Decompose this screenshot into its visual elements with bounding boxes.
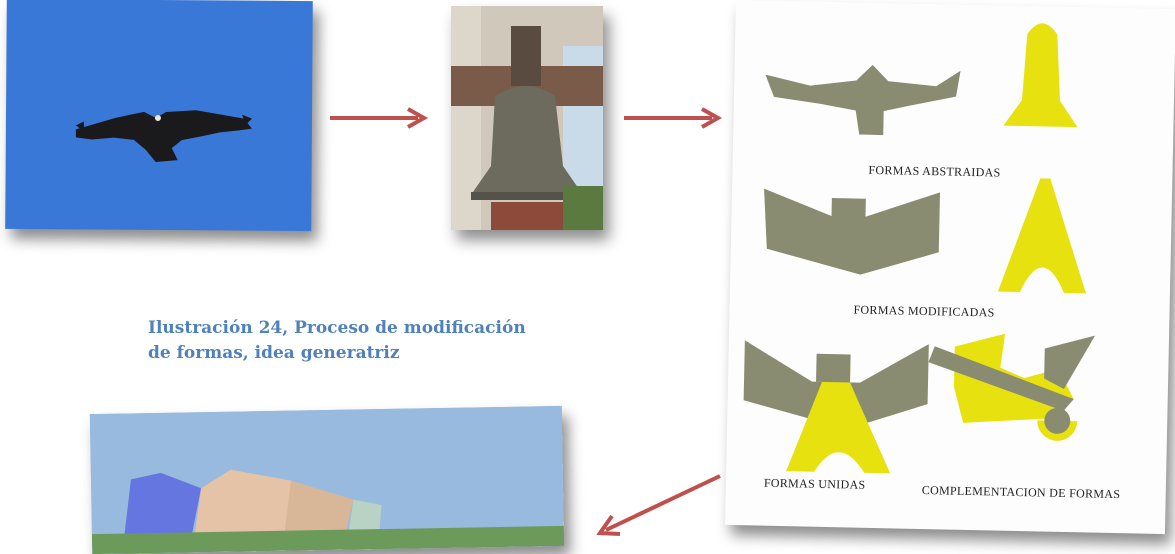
architectural-render: [89, 405, 565, 554]
label-complement-forms: COMPLEMENTACION DE FORMAS: [921, 482, 1121, 502]
label-united-forms: FORMAS UNIDAS: [763, 475, 866, 492]
modified-bell-shape: [997, 178, 1086, 294]
complement-forms-shape: [928, 333, 1096, 441]
arrow-down-left-icon: [596, 474, 721, 536]
abstract-bell-shape: [1003, 23, 1078, 128]
abstract-bird-shape: [765, 64, 961, 136]
united-forms-shape: [743, 340, 929, 474]
condor-silhouette: [75, 110, 252, 162]
arrow-right-icon: [624, 107, 723, 129]
bell-photo: [451, 6, 603, 230]
label-abstract-forms: FORMAS ABSTRAIDAS: [868, 162, 1001, 180]
condor-photo: [5, 0, 313, 232]
arrow-right-icon: [330, 107, 429, 129]
caption-line-1: Ilustración 24, Proceso de modificación: [148, 318, 526, 338]
figure-caption: Ilustración 24, Proceso de modificación …: [148, 316, 608, 366]
modified-bird-shape: [764, 188, 941, 275]
forms-diagram: FORMAS ABSTRAIDAS FORMAS MODIFICADAS FOR…: [725, 0, 1175, 535]
caption-line-2: de formas, idea generatriz: [148, 343, 400, 363]
label-modified-forms: FORMAS MODIFICADAS: [853, 302, 995, 320]
